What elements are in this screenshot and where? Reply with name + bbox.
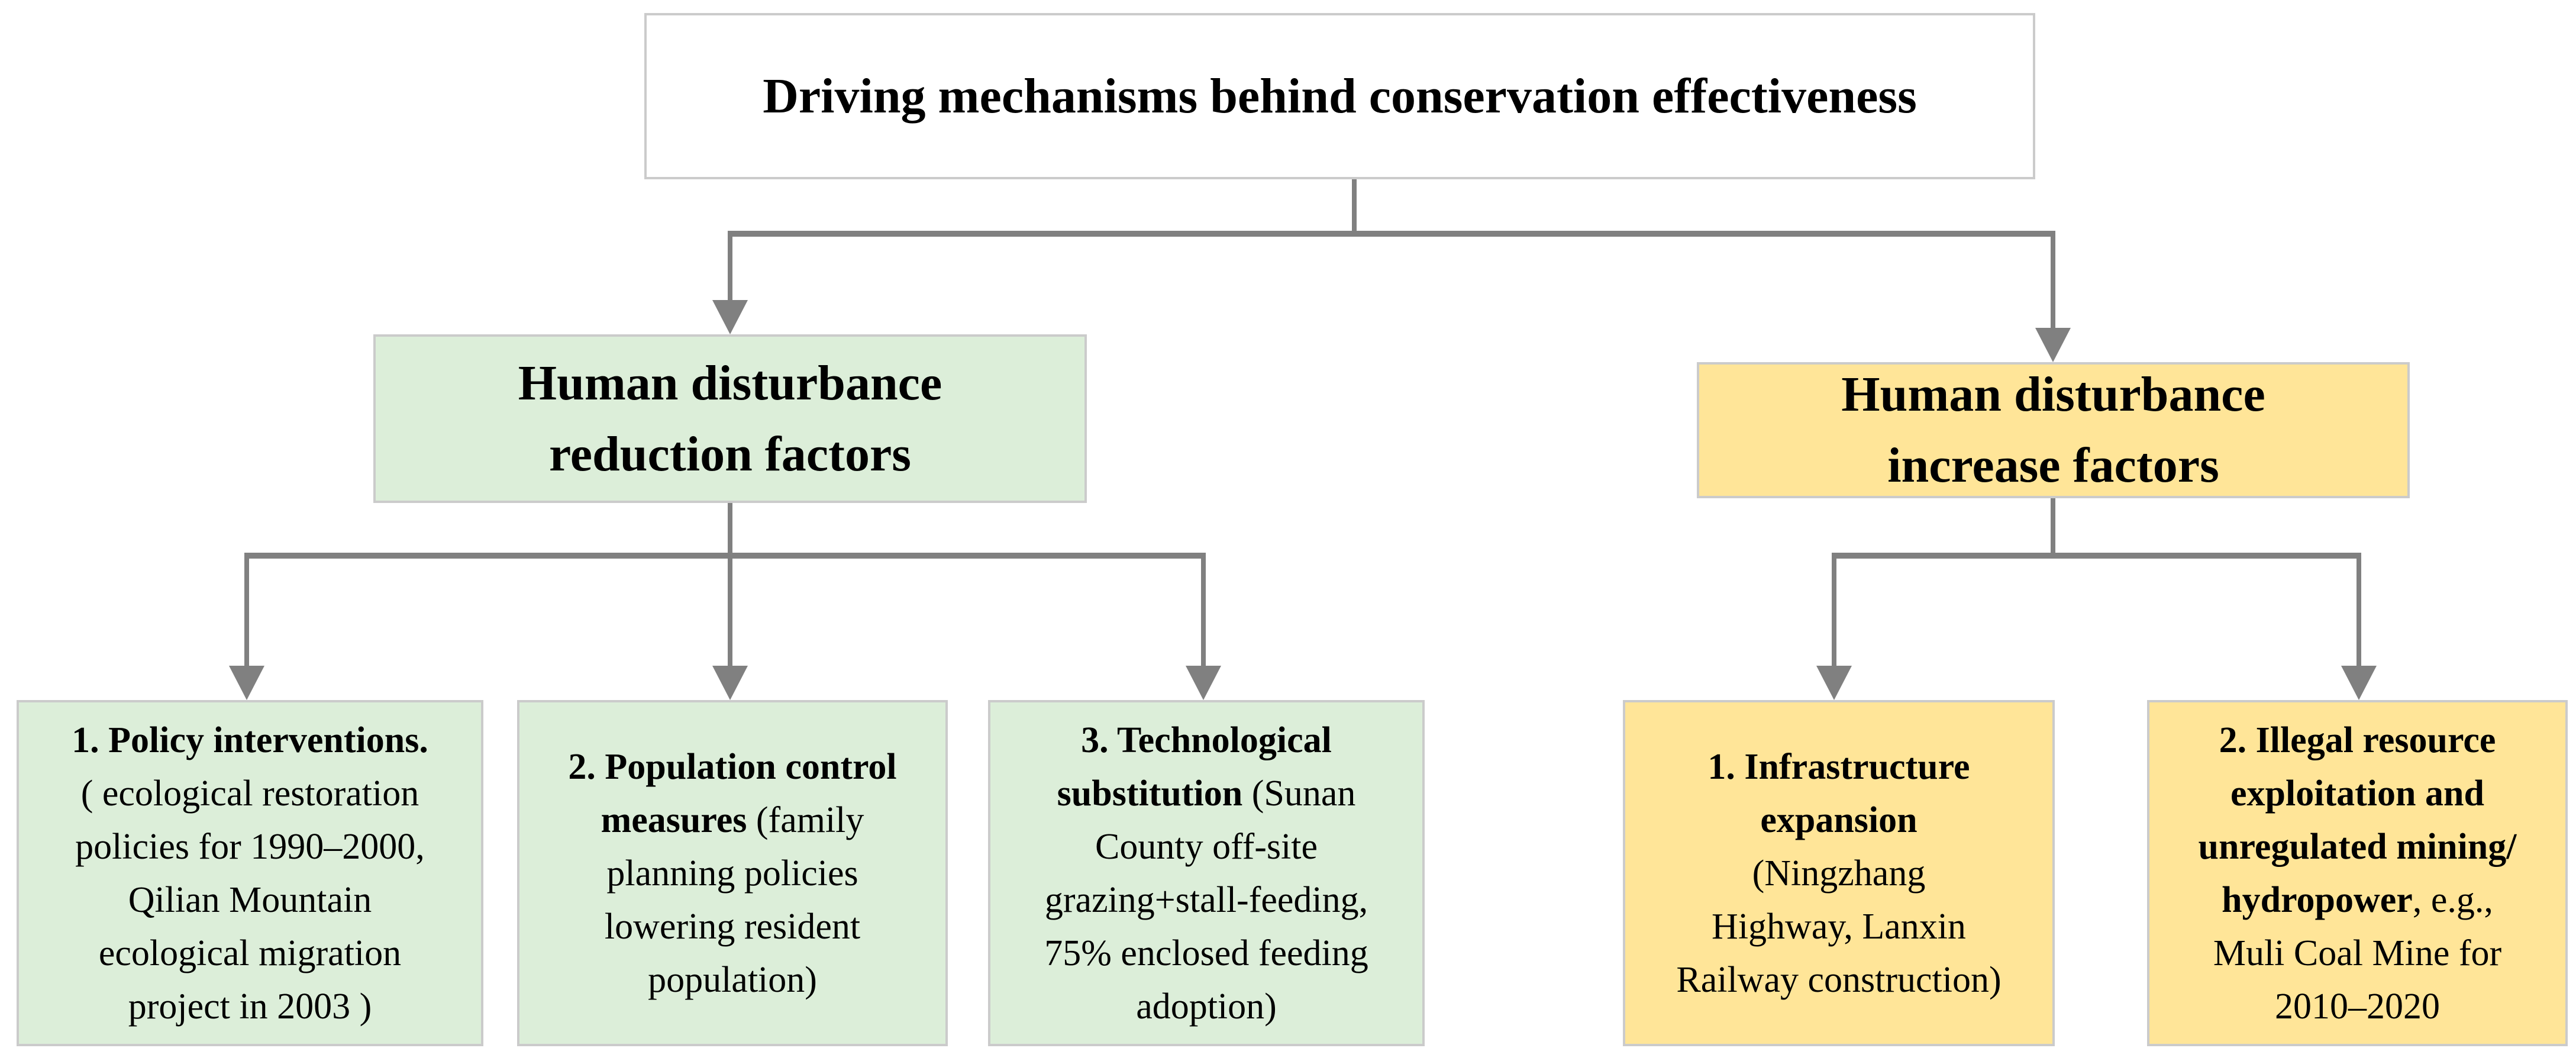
diagram-title-text: Driving mechanisms behind conservation e… [763,69,1917,124]
connector-green-branch [244,553,1206,559]
arrow-down-icon [1186,666,1221,700]
connector-drop-infrastructure [1832,553,1836,667]
arrow-down-icon [712,300,748,334]
arrow-down-icon [712,666,748,700]
connector-yellow-stem [2051,498,2055,555]
arrow-down-icon [2035,328,2071,362]
arrow-down-icon [1816,666,1852,700]
connector-yellow-branch [1832,553,2361,559]
arrow-down-icon [2341,666,2377,700]
connector-level1-branch [728,231,2055,237]
connector-drop-green-header [728,231,732,303]
node-policy-interventions: 1. Policy interventions.( ecological res… [17,700,483,1046]
arrow-down-icon [229,666,264,700]
root-node-title: Driving mechanisms behind conservation e… [644,13,2035,179]
connector-drop-illegal [2357,553,2361,667]
node-text: 1. Policy interventions.( ecological res… [72,720,428,1027]
connector-drop-population [728,555,732,667]
connector-drop-technological [1201,553,1206,667]
connector-green-stem [728,503,732,555]
connector-root-stem [1352,179,1357,233]
connector-drop-yellow-header [2051,231,2055,330]
connector-drop-policy [244,553,249,667]
